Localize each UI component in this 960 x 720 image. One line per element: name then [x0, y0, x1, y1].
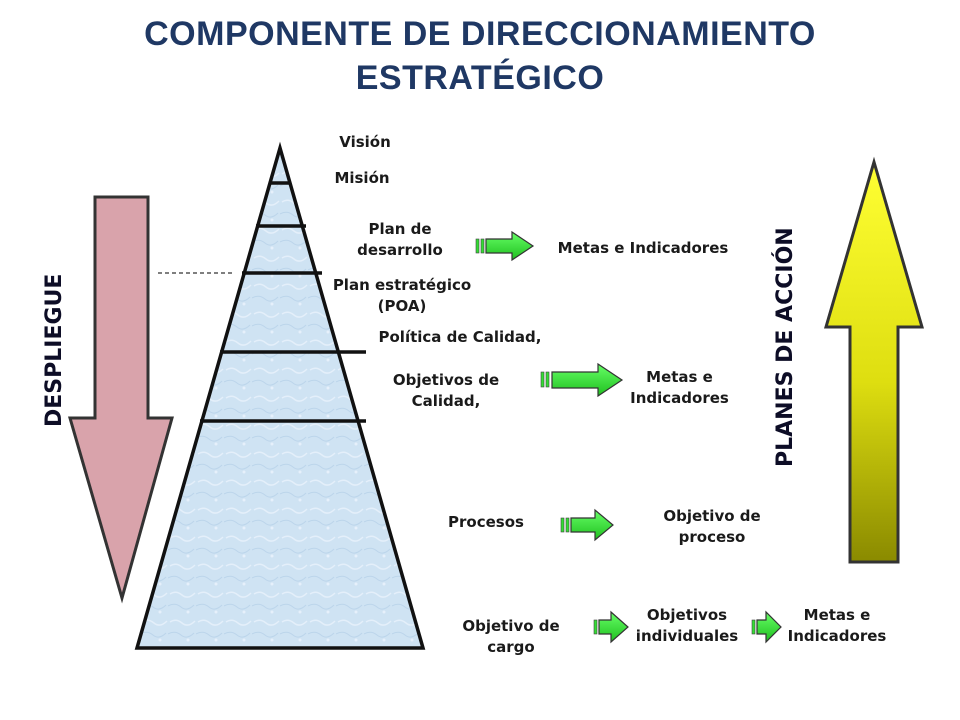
despliegue-label: DESPLIEGUE [42, 273, 67, 427]
green-arrow-5 [751, 610, 782, 644]
green-arrow-3 [560, 508, 614, 542]
objetivo-cargo-label: Objetivo de cargo [462, 617, 560, 656]
title-line-1: COMPONENTE DE DIRECCIONAMIENTO [144, 15, 816, 53]
title-line-2: ESTRATÉGICO [355, 59, 605, 97]
mision-label: Misión [334, 169, 390, 187]
plan-estrategico-label: Plan estratégico (POA) [332, 276, 472, 315]
plan-desarrollo-label: Plan de desarrollo [357, 220, 443, 259]
metas-indicadores-3: Metas e Indicadores [787, 606, 887, 645]
green-arrow-4 [593, 610, 629, 644]
green-arrow-1 [475, 230, 535, 262]
objetivo-proceso-label: Objetivo de proceso [663, 507, 761, 546]
vision-label: Visión [339, 133, 391, 151]
green-arrow-2 [540, 362, 624, 398]
planes-accion-arrow [824, 156, 924, 564]
politica-calidad-label: Política de Calidad, [378, 328, 542, 346]
objetivos-calidad-label: Objetivos de Calidad, [392, 371, 500, 410]
despliegue-arrow [68, 195, 174, 604]
planes-accion-label: PLANES DE ACCIÓN [773, 227, 798, 467]
procesos-label: Procesos [448, 513, 524, 531]
objetivos-individuales-label: Objetivos individuales [635, 606, 739, 645]
metas-indicadores-2: Metas e Indicadores [630, 368, 729, 407]
metas-indicadores-1: Metas e Indicadores [557, 239, 729, 257]
pyramid [134, 141, 426, 650]
